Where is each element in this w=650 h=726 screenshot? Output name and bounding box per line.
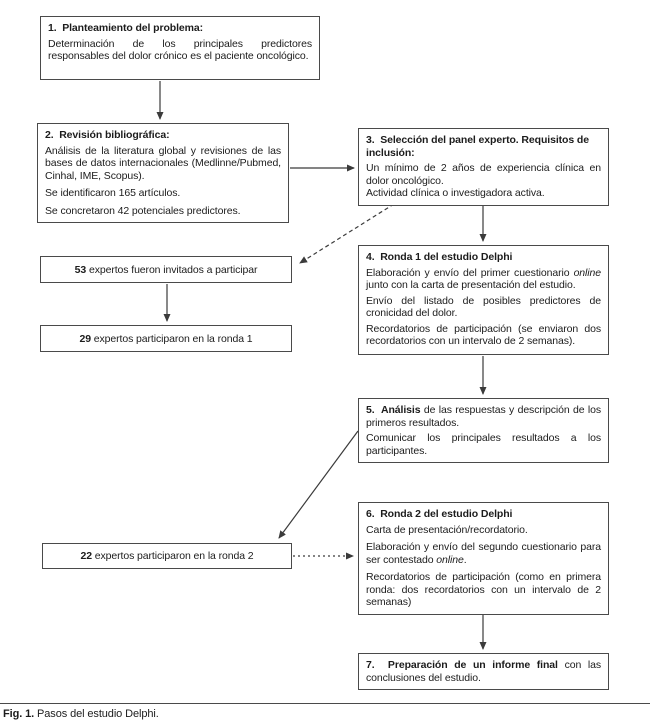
step1-body: Determinación de los principales predict… bbox=[48, 37, 312, 63]
dashed-arrow-step3-to-experts53 bbox=[299, 203, 395, 264]
caption-divider bbox=[0, 703, 650, 704]
step7-body-text: con las conclusiones del estudio. bbox=[366, 659, 602, 684]
step5-body-1-text: de las respuestas y descripción de los p… bbox=[366, 404, 601, 429]
flow-box-experts-round1-29: 29 expertos participaron en la ronda 1 bbox=[40, 325, 292, 352]
flow-box-step6-ronda2: 6. Ronda 2 del estudio Delphi Carta de p… bbox=[358, 502, 609, 615]
step3-title: 3. Selección del panel experto. Requisit… bbox=[366, 134, 592, 159]
step4-body-1: Elaboración y envío del primer cuestiona… bbox=[366, 267, 601, 292]
step3-body-1: Un mínimo de 2 años de experiencia clíni… bbox=[366, 162, 601, 187]
step2-body-1: Análisis de la literatura global y revis… bbox=[45, 144, 281, 182]
step4-body-1-tail: junto con la carta de presentación del e… bbox=[366, 279, 576, 291]
experts22-label: expertos participaron en la ronda 2 bbox=[91, 550, 254, 562]
step4-body-1-text: Elaboración y envío del primer cuestiona… bbox=[366, 266, 574, 279]
step5-body-2: Comunicar los principales resultados a l… bbox=[366, 432, 601, 457]
experts29-label: expertos participaron en la ronda 1 bbox=[90, 332, 253, 345]
experts22-number: 22 bbox=[80, 550, 92, 562]
figure-caption-label: Fig. 1. bbox=[3, 708, 35, 720]
step4-online-italic: online bbox=[573, 266, 602, 279]
step6-body-2-text: Elaboración y envío del segundo cuestion… bbox=[366, 541, 601, 566]
step4-body-2: Envío del listado de posibles predictore… bbox=[366, 294, 601, 320]
figure-caption-text: Pasos del estudio Delphi. bbox=[34, 708, 159, 720]
flow-box-step7-informe-final: 7. Preparación de un informe final con l… bbox=[358, 653, 609, 690]
step7-body: 7. Preparación de un informe final con l… bbox=[366, 659, 601, 684]
experts53-text: 53 expertos fueron invitados a participa… bbox=[75, 264, 258, 276]
step4-body-3: Recordatorios de participación (se envia… bbox=[366, 322, 601, 348]
flow-box-step2-revision: 2. Revisión bibliográfica: Análisis de l… bbox=[37, 123, 289, 223]
experts29-number: 29 bbox=[79, 332, 91, 345]
flow-box-step3-seleccion-panel: 3. Selección del panel experto. Requisit… bbox=[358, 128, 609, 206]
experts22-text: 22 expertos participaron en la ronda 2 bbox=[80, 550, 253, 562]
step2-title: 2. Revisión bibliográfica: bbox=[45, 129, 170, 141]
step2-body-2: Se identificaron 165 artículos. bbox=[45, 187, 181, 199]
flow-box-step5-analisis: 5. Análisis de las respuestas y descripc… bbox=[358, 398, 609, 463]
step6-online-italic: online bbox=[436, 553, 464, 566]
flow-box-experts-round2-22: 22 expertos participaron en la ronda 2 bbox=[42, 543, 292, 569]
step6-body-3: Recordatorios de participación (como en … bbox=[366, 571, 601, 608]
step6-body-2-tail: . bbox=[463, 553, 467, 566]
step5-title-bold: 5. Análisis bbox=[366, 404, 421, 416]
flow-box-experts-invited-53: 53 expertos fueron invitados a participa… bbox=[40, 256, 292, 283]
step6-title: 6. Ronda 2 del estudio Delphi bbox=[366, 508, 513, 520]
experts29-text: 29 expertos participaron en la ronda 1 bbox=[79, 333, 252, 345]
step3-body-2: Actividad clínica o investigadora activa… bbox=[366, 187, 545, 199]
step6-body-2: Elaboración y envío del segundo cuestion… bbox=[366, 541, 601, 566]
step5-body-1: 5. Análisis de las respuestas y descripc… bbox=[366, 404, 601, 429]
step6-body-1: Carta de presentación/recordatorio. bbox=[366, 523, 528, 536]
experts53-label: expertos fueron invitados a participar bbox=[86, 263, 258, 276]
step2-body-3: Se concretaron 42 potenciales predictore… bbox=[45, 204, 241, 217]
step1-title: 1. Planteamiento del problema: bbox=[48, 22, 204, 34]
experts53-number: 53 bbox=[74, 263, 87, 276]
step4-title: 4. Ronda 1 del estudio Delphi bbox=[366, 251, 513, 263]
arrow-step5-to-experts22 bbox=[278, 430, 359, 539]
flow-box-step4-ronda1: 4. Ronda 1 del estudio Delphi Elaboració… bbox=[358, 245, 609, 355]
step7-title-bold: 7. Preparación de un informe final bbox=[366, 659, 558, 671]
flow-box-step1-planteamiento: 1. Planteamiento del problema: Determina… bbox=[40, 16, 320, 80]
figure-caption: Fig. 1. Pasos del estudio Delphi. bbox=[3, 708, 159, 720]
